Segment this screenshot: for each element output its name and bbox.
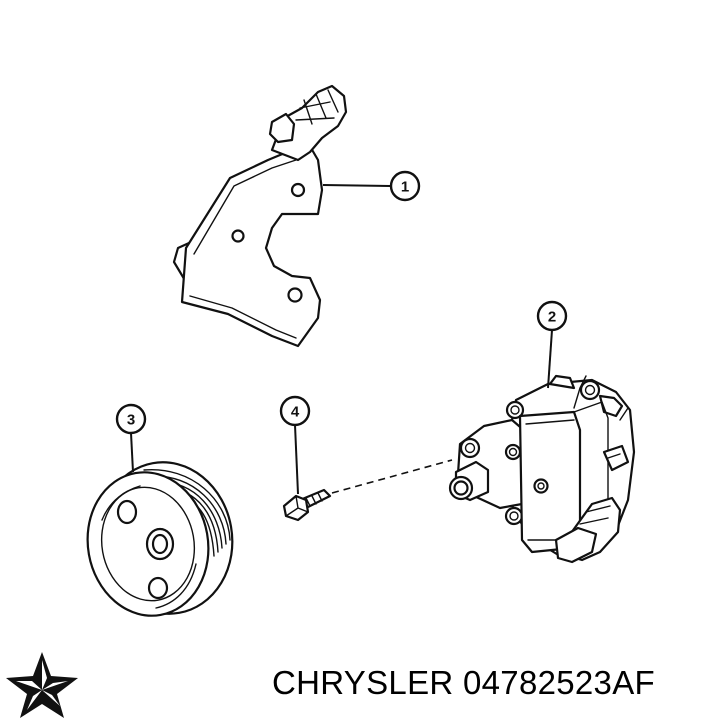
- pulley: [86, 461, 234, 617]
- chrysler-pentastar-logo: [6, 652, 78, 718]
- assembly-dashed-line: [331, 459, 453, 494]
- callout-1: 1: [322, 170, 421, 202]
- mounting-bracket: [172, 84, 348, 348]
- callout-2: 2: [536, 300, 568, 389]
- power-steering-pump: [448, 374, 636, 564]
- callout-1-label: 1: [401, 179, 409, 196]
- callout-4: 4: [279, 395, 311, 495]
- callout-4-label: 4: [291, 404, 300, 421]
- callout-3-label: 3: [127, 412, 135, 429]
- callout-3: 3: [115, 403, 147, 473]
- bolt: [282, 488, 332, 522]
- part-number-caption: CHRYSLER 04782523AF: [272, 664, 655, 701]
- callout-2-label: 2: [548, 309, 556, 326]
